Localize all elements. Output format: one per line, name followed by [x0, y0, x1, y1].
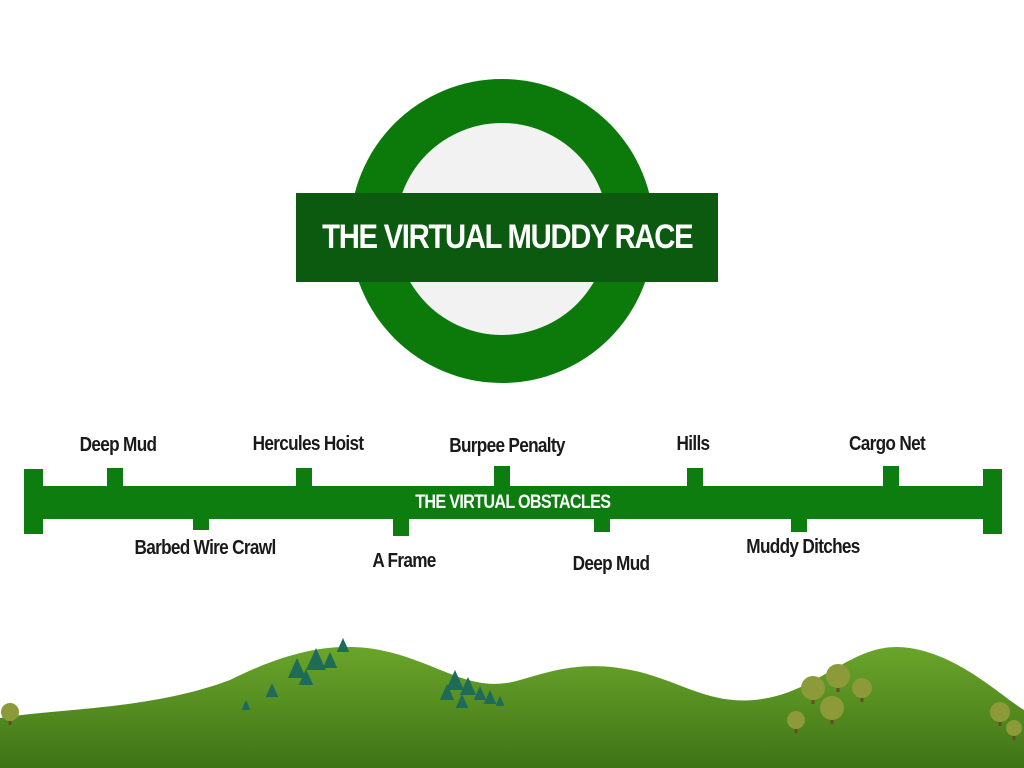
track-label: THE VIRTUAL OBSTACLES — [24, 486, 1002, 519]
obstacle-label: Hills — [676, 433, 711, 455]
pine-tree — [439, 684, 455, 700]
tree-canopy — [826, 664, 850, 688]
tree-canopy — [1, 703, 19, 721]
pine-tree — [455, 694, 469, 708]
tick-muddy-ditches — [791, 516, 807, 532]
logo-title-bar: THE VIRTUAL MUDDY RACE — [296, 193, 718, 282]
pine-tree — [322, 652, 338, 668]
tick-barbed-wire-crawl — [193, 516, 209, 530]
pine-tree — [241, 700, 251, 710]
tree-canopy — [787, 711, 805, 729]
leafy-trees — [1, 664, 1022, 740]
tree-canopy — [1006, 720, 1022, 736]
track-start-cap — [24, 469, 43, 534]
tick-burpee-penalty — [494, 466, 510, 486]
obstacle-label: Burpee Penalty — [449, 435, 565, 457]
pine-tree — [459, 677, 477, 695]
obstacle-label: Deep Mud — [572, 553, 650, 575]
tree-canopy — [801, 676, 825, 700]
tick-a-frame — [393, 516, 409, 536]
track-label-text: THE VIRTUAL OBSTACLES — [415, 491, 611, 513]
page-title: THE VIRTUAL MUDDY RACE — [321, 218, 693, 256]
pine-tree — [288, 658, 306, 678]
pine-tree — [298, 669, 314, 685]
tree-canopy — [990, 702, 1010, 722]
tick-deep-mud-2 — [594, 516, 610, 532]
obstacle-label: Barbed Wire Crawl — [134, 537, 276, 559]
obstacle-label: Hercules Hoist — [252, 433, 365, 455]
obstacle-track — [24, 486, 1002, 519]
tree-canopy — [852, 678, 872, 698]
pine-tree — [483, 690, 497, 704]
tick-hills — [687, 468, 703, 488]
pine-tree — [495, 696, 505, 706]
tree-canopy — [820, 696, 844, 720]
obstacle-label: Muddy Ditches — [746, 536, 860, 558]
hills-landscape — [0, 638, 1024, 768]
pine-tree — [473, 686, 487, 700]
obstacle-label: Deep Mud — [79, 434, 157, 456]
obstacle-label: Cargo Net — [848, 433, 926, 455]
tick-cargo-net — [883, 466, 899, 486]
pine-trees — [241, 638, 505, 710]
tick-hercules-hoist — [296, 468, 312, 488]
pine-tree — [336, 638, 350, 652]
track-end-cap — [983, 469, 1002, 534]
pine-tree — [446, 670, 464, 690]
hill — [0, 646, 1024, 768]
obstacle-label: A Frame — [372, 550, 436, 572]
pine-tree — [265, 683, 279, 697]
pine-tree — [306, 648, 326, 670]
tick-deep-mud-1 — [107, 468, 123, 488]
